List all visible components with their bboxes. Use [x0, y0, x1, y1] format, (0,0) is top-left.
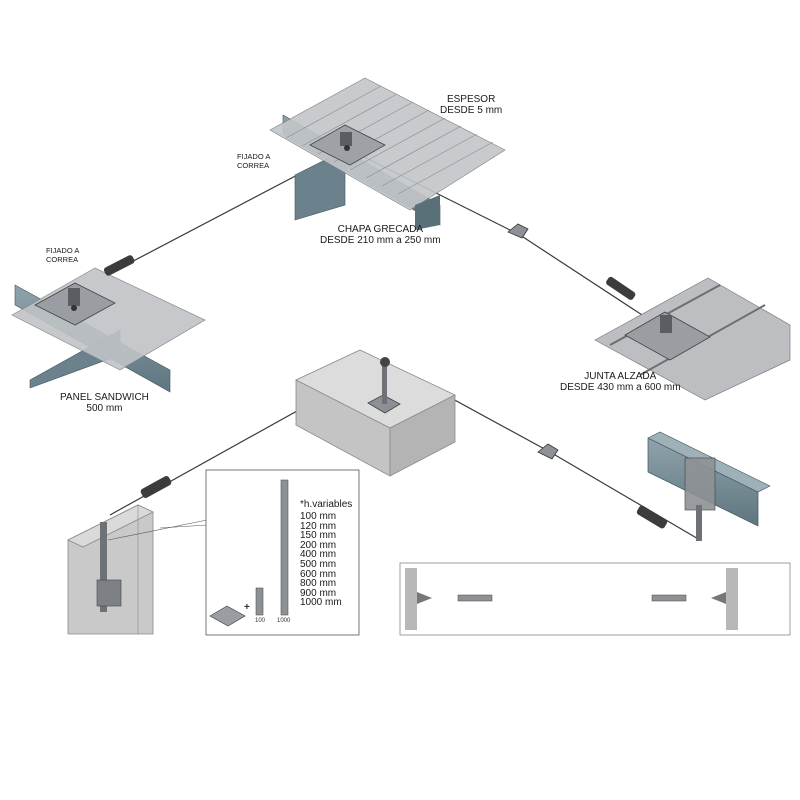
- espesor-label: ESPESOR DESDE 5 mm: [440, 94, 503, 116]
- post-heights-title: *h.variables: [300, 499, 353, 510]
- panel-sandwich-label: PANEL SANDWICH 500 mm: [60, 392, 149, 414]
- concrete-block-assembly: [295, 349, 559, 477]
- fijado-correa-label-top: FIJADO A CORREA: [237, 152, 271, 170]
- short-post-label: 100: [255, 618, 266, 624]
- post-height-item: 150 mm: [300, 530, 337, 542]
- i-beam-assembly: [636, 431, 771, 541]
- post-height-item: 120 mm: [300, 520, 337, 532]
- post-height-item: 900 mm: [300, 587, 337, 599]
- long-post-label: 1000: [277, 618, 291, 624]
- post-height-item: 200 mm: [300, 539, 337, 551]
- post-height-item: 600 mm: [300, 568, 337, 580]
- wall-post-assembly: [67, 475, 208, 635]
- post-height-item: 100 mm: [300, 511, 337, 522]
- post-height-item: 500 mm: [300, 558, 337, 570]
- post-height-item: 800 mm: [300, 578, 337, 590]
- chapa-grecada-assembly: [269, 77, 506, 230]
- panel-sandwich-assembly: [11, 255, 206, 393]
- chapa-grecada-label: CHAPA GRECADA DESDE 210 mm a 250 mm: [320, 224, 441, 246]
- plus-sign: +: [244, 602, 250, 613]
- post-height-item: 400 mm: [300, 549, 337, 561]
- junta-alzada-assembly: [507, 223, 791, 401]
- post-heights-panel: [205, 469, 360, 636]
- fijado-correa-label-left: FIJADO A CORREA: [46, 246, 80, 264]
- post-height-item: 1000 mm: [300, 597, 342, 609]
- junta-alzada-label: JUNTA ALZADA DESDE 430 mm a 600 mm: [560, 371, 681, 393]
- span-detail-frame: [399, 562, 791, 636]
